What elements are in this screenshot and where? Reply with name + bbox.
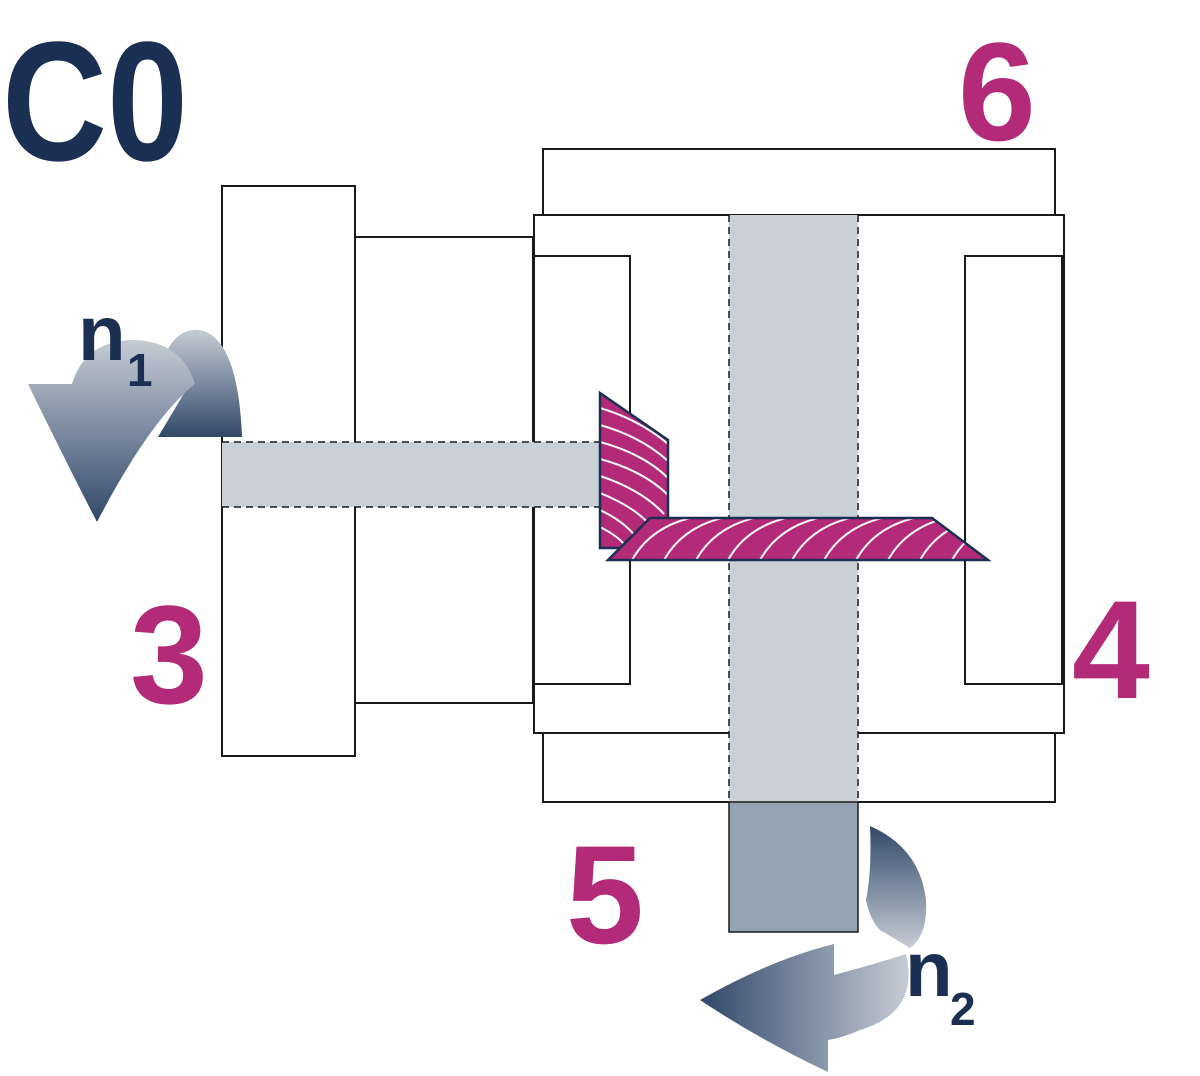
input-shaft — [222, 442, 602, 507]
label-housing-side: 4 — [1072, 571, 1150, 728]
label-output-flange: 5 — [566, 816, 644, 973]
housing-inner-right — [964, 255, 1063, 685]
housing-top-cap — [542, 148, 1056, 216]
label-input-flange: 3 — [130, 576, 208, 733]
diagram-title: C0 — [2, 7, 188, 197]
label-housing-top: 6 — [958, 13, 1036, 170]
output-rotation-arrow-icon — [700, 826, 927, 1072]
output-speed-symbol: n — [905, 925, 953, 1013]
output-shaft-end — [728, 801, 859, 933]
output-speed-subscript: 2 — [950, 983, 976, 1035]
input-speed-symbol: n — [78, 289, 126, 377]
bevel-pinion — [598, 390, 670, 550]
input-speed-subscript: 1 — [127, 344, 153, 396]
output-shaft — [729, 215, 858, 802]
input-rotation-arrow-icon — [28, 329, 242, 522]
